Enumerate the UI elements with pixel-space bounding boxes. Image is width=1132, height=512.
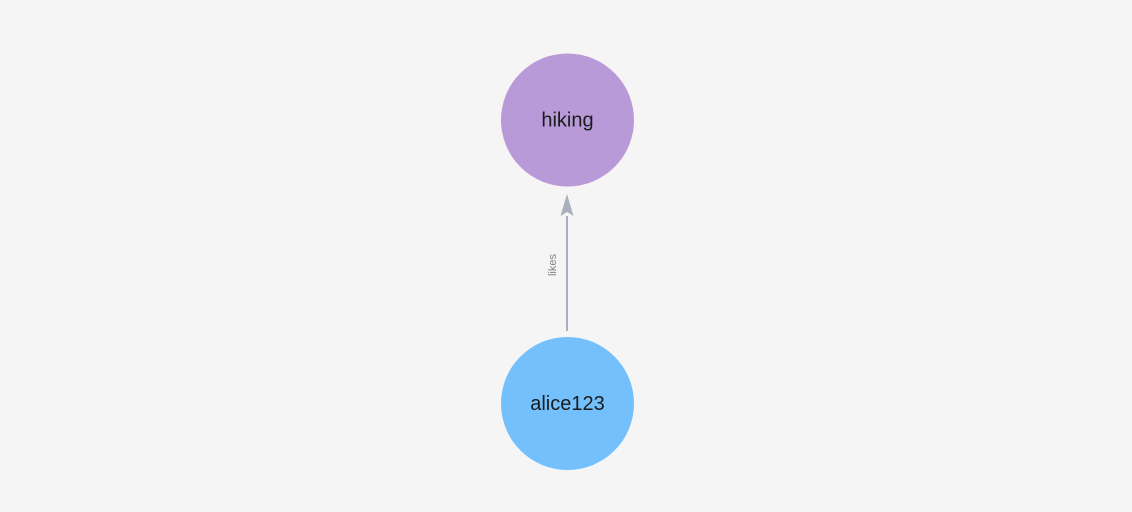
- edge-group: likes: [547, 194, 574, 331]
- node-hiking-circle[interactable]: [501, 53, 634, 187]
- edge-label-likes: likes: [547, 254, 559, 277]
- edge-arrowhead-icon: [560, 194, 574, 216]
- node-hiking[interactable]: hiking: [501, 53, 634, 187]
- node-alice123[interactable]: alice123: [501, 337, 634, 470]
- edge-alice123-likes-hiking[interactable]: likes: [547, 194, 574, 331]
- node-alice123-circle[interactable]: [501, 337, 634, 470]
